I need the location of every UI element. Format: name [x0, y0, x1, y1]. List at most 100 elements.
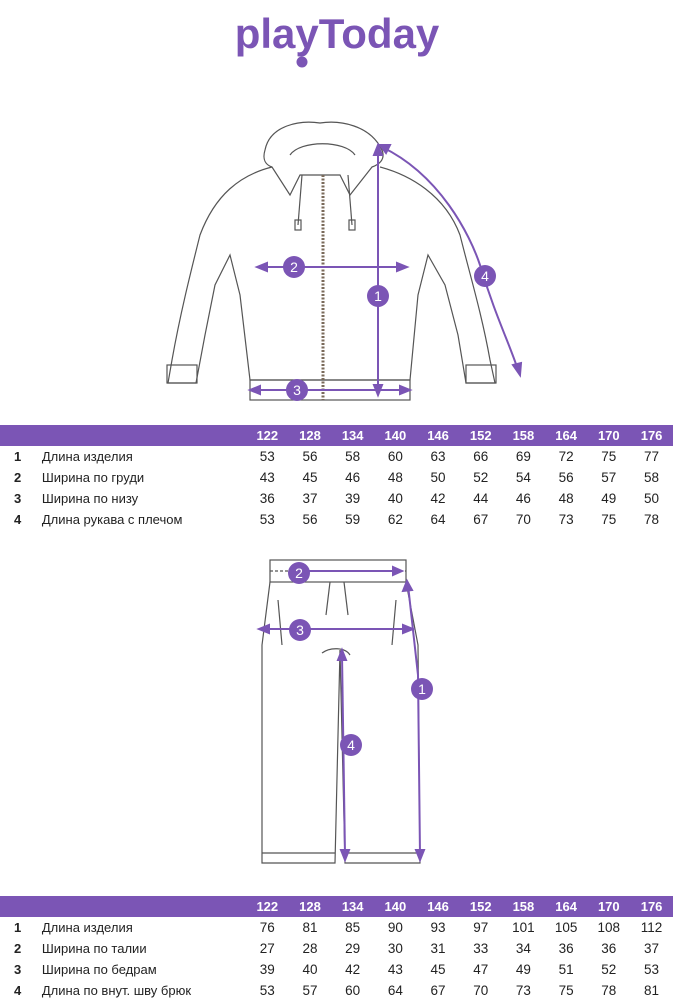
cell: 37	[302, 491, 318, 506]
pants-outline	[261, 559, 421, 864]
cell: 57	[601, 470, 617, 485]
jacket-sketch: 1 2 3 4	[0, 115, 673, 415]
cell: 51	[558, 962, 574, 977]
row-label: Ширина по бедрам	[41, 962, 157, 977]
pants-marker-4: 4	[347, 737, 355, 753]
cell: 97	[473, 920, 489, 935]
cell: 76	[259, 920, 275, 935]
cell: 47	[473, 962, 489, 977]
cell: 56	[302, 512, 318, 527]
cell: 62	[387, 512, 403, 527]
cell: 67	[473, 512, 489, 527]
jacket-marker-2: 2	[290, 259, 298, 275]
cell: 42	[430, 491, 446, 506]
cell: 70	[515, 512, 531, 527]
cell: 108	[597, 920, 621, 935]
cell: 53	[644, 962, 660, 977]
pants-marker-2: 2	[295, 565, 303, 581]
cell: 36	[558, 941, 574, 956]
cell: 45	[430, 962, 446, 977]
size-header: 176	[630, 896, 673, 917]
cell: 73	[558, 512, 574, 527]
row-number: 2	[14, 941, 22, 956]
table-row: 4 Длина рукава с плечом 53 56 59 62 64 6…	[0, 509, 673, 530]
row-label: Длина рукава с плечом	[41, 512, 183, 527]
cell: 63	[430, 449, 446, 464]
row-number: 2	[14, 470, 22, 485]
cell: 101	[512, 920, 535, 935]
cell: 64	[430, 512, 446, 527]
cell: 81	[302, 920, 318, 935]
cell: 53	[259, 983, 275, 998]
cell: 46	[515, 491, 531, 506]
cell: 36	[601, 941, 617, 956]
cell: 69	[515, 449, 531, 464]
size-header: 128	[288, 896, 332, 917]
cell: 56	[302, 449, 318, 464]
brand-logo: playToday	[0, 6, 673, 70]
jacket-marker-4: 4	[481, 268, 489, 284]
table-row: 2 Ширина по груди 43 45 46 48 50 52 54 5…	[0, 467, 673, 488]
cell: 112	[640, 920, 663, 935]
size-header: 170	[587, 896, 631, 917]
cell: 28	[302, 941, 318, 956]
cell: 75	[601, 449, 617, 464]
cell: 67	[430, 983, 446, 998]
row-label: Длина изделия	[41, 920, 133, 935]
jacket-drawing: 1 2 3 4	[166, 121, 523, 401]
table-row: 3 Ширина по бедрам 39 40 42 43 45 47 49 …	[0, 959, 673, 980]
cell: 73	[515, 983, 531, 998]
size-header: 176	[630, 425, 673, 446]
table-row: 4 Длина по внут. шву брюк 53 57 60 64 67…	[0, 980, 673, 1001]
cell: 29	[345, 941, 361, 956]
size-header: 140	[374, 425, 417, 446]
row-label: Ширина по низу	[41, 491, 139, 506]
size-header: 134	[331, 425, 375, 446]
cell: 105	[554, 920, 578, 935]
size-header: 122	[245, 425, 289, 446]
cell: 49	[601, 491, 617, 506]
cell: 58	[345, 449, 361, 464]
size-header: 140	[374, 896, 417, 917]
cell: 37	[644, 941, 660, 956]
cell: 27	[259, 941, 275, 956]
cell: 81	[644, 983, 660, 998]
cell: 36	[259, 491, 275, 506]
cell: 48	[558, 491, 574, 506]
pants-marker-3: 3	[296, 622, 304, 638]
cell: 44	[473, 491, 489, 506]
pants-marker-1: 1	[418, 681, 426, 697]
cell: 53	[259, 512, 275, 527]
row-label: Ширина по груди	[41, 470, 145, 485]
cell: 52	[601, 962, 617, 977]
table-row: 1 Длина изделия 53 56 58 60 63 66 69 72 …	[0, 446, 673, 467]
cell: 33	[473, 941, 489, 956]
size-header: 158	[502, 896, 545, 917]
cell: 66	[473, 449, 489, 464]
pants-size-table: 122 128 134 140 146 152 158 164 170 176 …	[0, 896, 673, 1001]
cell: 78	[644, 512, 660, 527]
cell: 39	[345, 491, 361, 506]
table-row: 2 Ширина по талии 27 28 29 30 31 33 34 3…	[0, 938, 673, 959]
jacket-measure-lines	[247, 142, 523, 398]
cell: 30	[387, 941, 403, 956]
cell: 93	[430, 920, 446, 935]
pants-sketch: 1 2 3 4	[0, 555, 673, 870]
cell: 43	[387, 962, 403, 977]
size-header: 164	[544, 896, 588, 917]
row-number: 3	[14, 962, 22, 977]
size-header: 152	[459, 896, 503, 917]
cell: 50	[644, 491, 660, 506]
cell: 43	[259, 470, 275, 485]
table-row: 1 Длина изделия 76 81 85 90 93 97 101 10…	[0, 917, 673, 938]
cell: 42	[345, 962, 361, 977]
size-header: 128	[288, 425, 332, 446]
jacket-size-header: 122 128 134 140 146 152 158 164 170 176	[0, 425, 673, 446]
jacket-markers: 1 2 3 4	[283, 256, 496, 401]
cell: 49	[515, 962, 531, 977]
row-number: 4	[14, 983, 22, 998]
cell: 40	[387, 491, 403, 506]
pants-measure-lines	[256, 565, 426, 863]
jacket-outline	[166, 121, 497, 401]
size-header: 152	[459, 425, 503, 446]
